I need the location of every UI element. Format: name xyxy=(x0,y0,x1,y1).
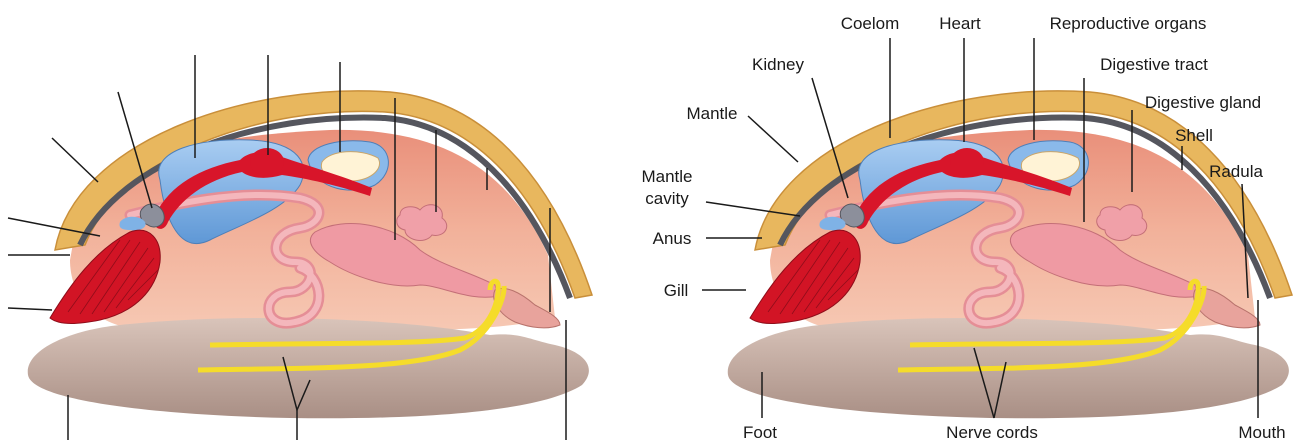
right-diagram: Coelom Heart Reproductive organs Kidney … xyxy=(641,14,1292,442)
label-digestive-gland: Digestive gland xyxy=(1145,93,1261,112)
leader-mantle-left xyxy=(52,138,98,182)
label-nerve-cords: Nerve cords xyxy=(946,423,1038,442)
label-mantle-cavity-line1: Mantle xyxy=(641,167,692,186)
label-coelom: Coelom xyxy=(841,14,900,33)
label-mantle: Mantle xyxy=(686,104,737,123)
label-gill: Gill xyxy=(664,281,689,300)
leader-gill-left xyxy=(8,308,52,310)
label-mantle-cavity-line2: cavity xyxy=(645,189,689,208)
label-anus: Anus xyxy=(653,229,692,248)
label-foot: Foot xyxy=(743,423,777,442)
label-heart: Heart xyxy=(939,14,981,33)
leader-mantle xyxy=(748,116,798,162)
label-kidney: Kidney xyxy=(752,55,804,74)
label-reproductive-organs: Reproductive organs xyxy=(1050,14,1207,33)
label-mouth: Mouth xyxy=(1238,423,1285,442)
label-shell: Shell xyxy=(1175,126,1213,145)
label-radula: Radula xyxy=(1209,162,1263,181)
left-diagram xyxy=(8,55,592,440)
label-digestive-tract: Digestive tract xyxy=(1100,55,1208,74)
